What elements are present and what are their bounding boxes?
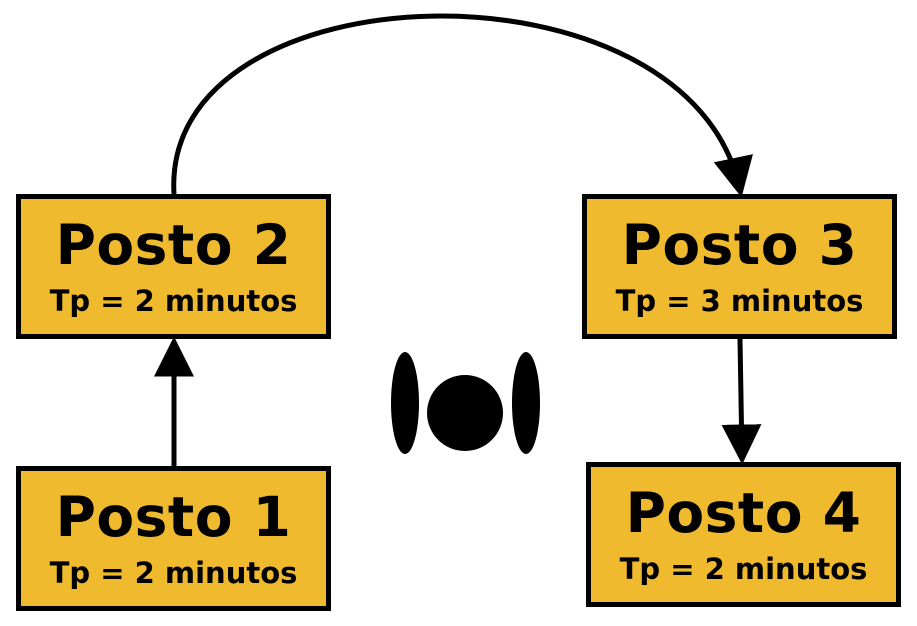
- operator-topview-icon: [391, 352, 540, 454]
- station-tp: Tp = 3 minutos: [615, 283, 864, 318]
- station-tp: Tp = 2 minutos: [619, 551, 868, 586]
- station-posto-4: Posto 4 Tp = 2 minutos: [586, 462, 901, 607]
- operator-head: [427, 375, 503, 451]
- station-name: Posto 1: [55, 484, 292, 549]
- operator-right-arm: [512, 352, 540, 454]
- arrow-posto2-to-posto3: [171, 13, 753, 198]
- station-posto-3: Posto 3 Tp = 3 minutos: [582, 194, 897, 339]
- station-name: Posto 2: [55, 212, 292, 277]
- station-posto-2: Posto 2 Tp = 2 minutos: [16, 194, 331, 339]
- arrow-posto3-to-posto4: [721, 338, 762, 465]
- station-tp: Tp = 2 minutos: [49, 283, 298, 318]
- operator-left-arm: [391, 352, 419, 454]
- station-name: Posto 3: [621, 212, 858, 277]
- station-tp: Tp = 2 minutos: [49, 555, 298, 590]
- station-name: Posto 4: [625, 480, 862, 545]
- station-posto-1: Posto 1 Tp = 2 minutos: [16, 466, 331, 611]
